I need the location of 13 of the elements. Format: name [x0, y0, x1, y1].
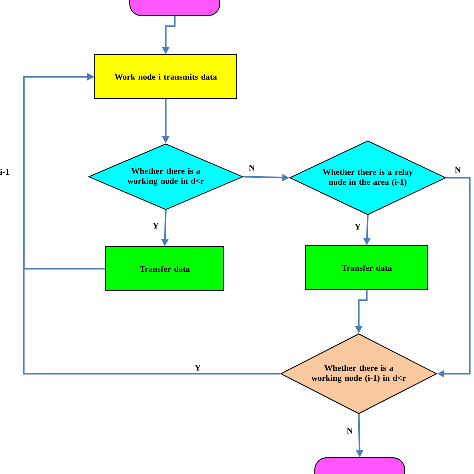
edge-label: Y [152, 222, 160, 230]
arrow [23, 73, 106, 270]
process-box: Transfer data [306, 246, 428, 290]
loop-label: i-1 [0, 169, 10, 175]
edge-label: N [248, 164, 256, 172]
terminal-box [314, 458, 406, 474]
edge-label: N [454, 166, 462, 174]
process-box: Transfer data [106, 246, 224, 292]
edge-label: N [346, 427, 354, 435]
terminal-box [130, 0, 220, 16]
edge-label: Y [354, 223, 362, 231]
edge-label: Y [194, 364, 202, 372]
process-box: Work node i transmits data [94, 54, 238, 100]
